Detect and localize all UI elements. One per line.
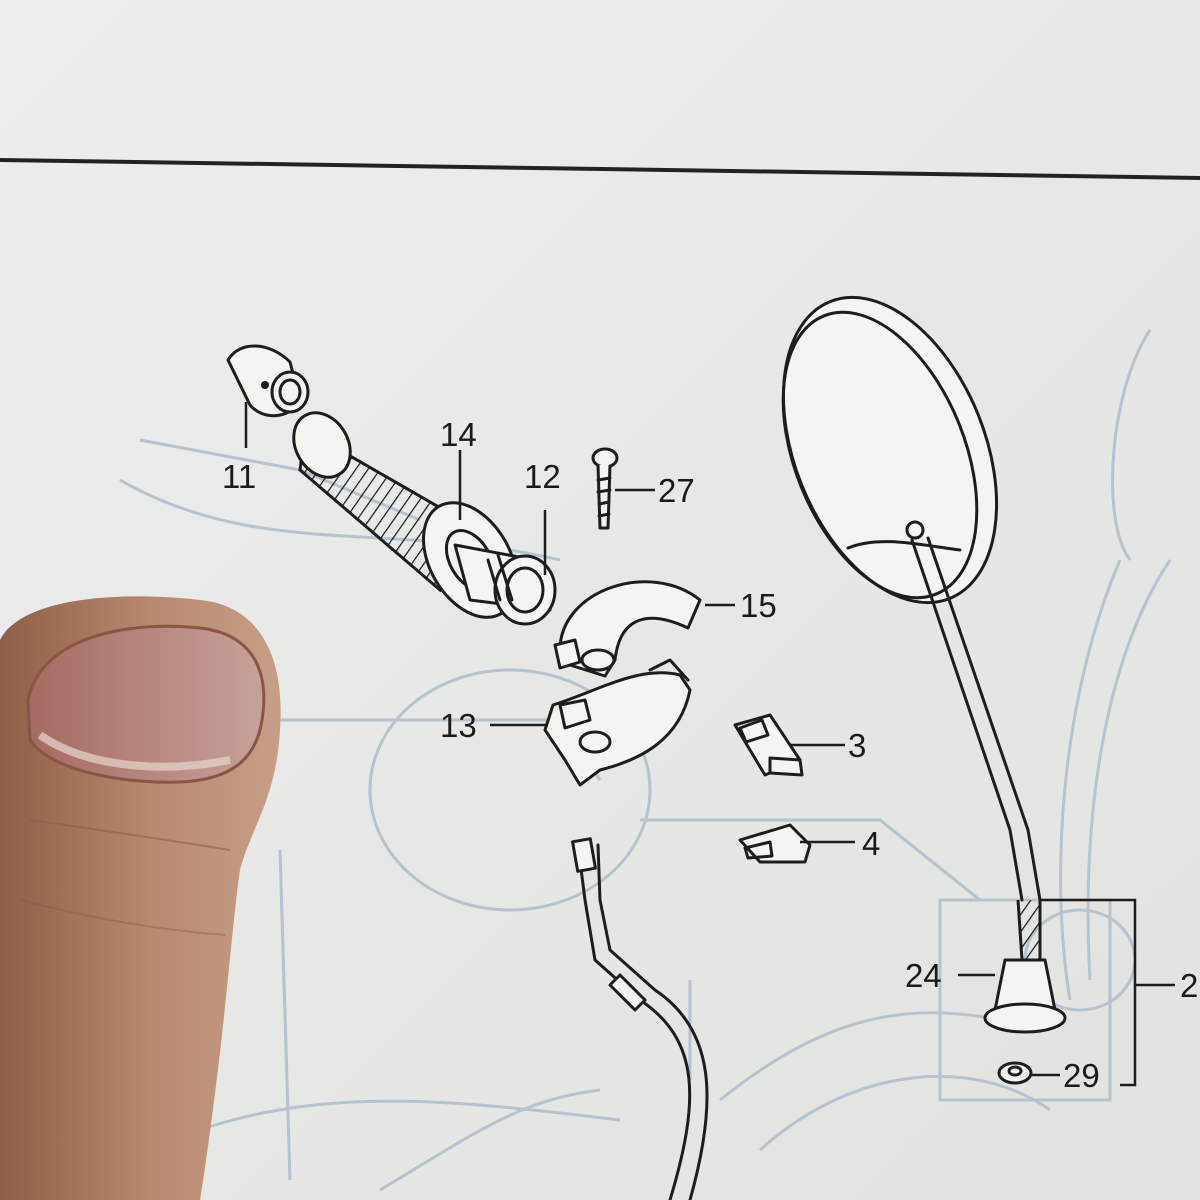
finger-photo-overlay xyxy=(0,596,281,1200)
part-3-switch xyxy=(733,713,845,777)
part-15-upper-housing xyxy=(553,580,735,678)
label-part-4: 4 xyxy=(862,825,880,862)
part-11-bar-end xyxy=(226,344,310,448)
label-part-27: 27 xyxy=(658,472,695,509)
label-part-2-partial: 2 xyxy=(1180,967,1198,1004)
label-part-13: 13 xyxy=(440,707,477,744)
label-part-29: 29 xyxy=(1063,1057,1100,1094)
label-part-12: 12 xyxy=(524,458,561,495)
part-24-mirror-boot xyxy=(958,958,1067,1034)
page-rule-line xyxy=(0,158,1200,180)
throttle-cable xyxy=(571,837,709,1200)
part-29-nut xyxy=(997,1061,1060,1085)
label-part-3: 3 xyxy=(848,727,866,764)
part-12-throttle-pipe xyxy=(453,510,557,626)
label-part-24: 24 xyxy=(905,957,942,994)
label-part-15: 15 xyxy=(740,587,777,624)
part-mirror-assembly xyxy=(781,295,1175,1087)
part-27-screw xyxy=(591,447,655,530)
part-13-lower-housing xyxy=(490,658,692,787)
part-4-switch xyxy=(738,823,855,864)
label-part-11: 11 xyxy=(222,458,256,495)
label-part-14: 14 xyxy=(440,416,477,453)
